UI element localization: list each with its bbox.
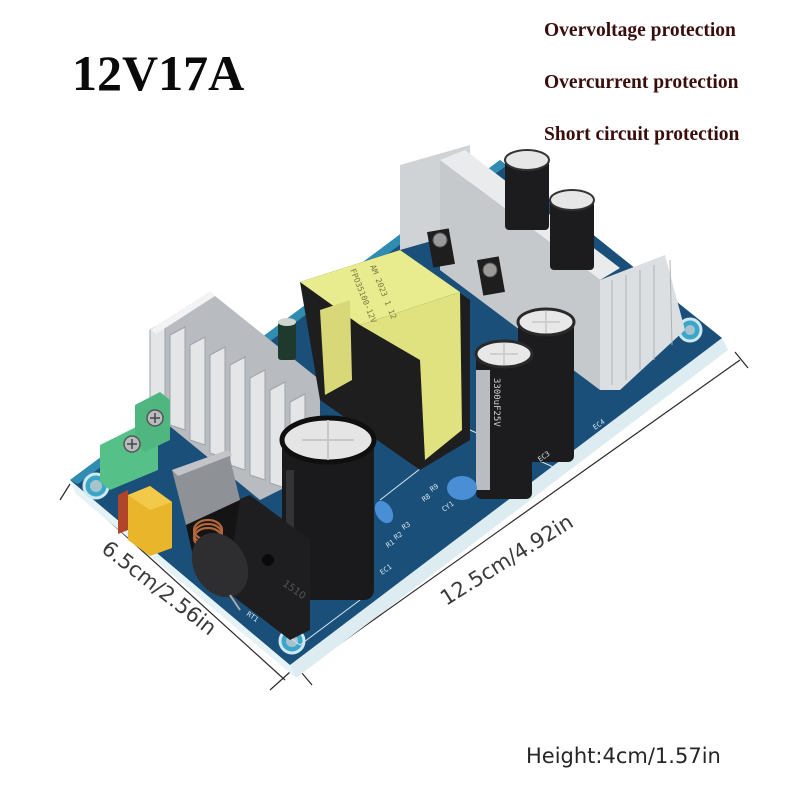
output-capacitors-rear bbox=[504, 149, 595, 270]
label-r9: R9 bbox=[429, 482, 441, 493]
screw-icon bbox=[432, 232, 448, 248]
small-capacitor bbox=[278, 318, 296, 360]
feature-overvoltage: Overvoltage protection bbox=[544, 20, 736, 41]
label-r2: R2 bbox=[393, 530, 405, 541]
height-dimension-label: Height:4cm/1.57in bbox=[526, 744, 721, 768]
label-r3: R3 bbox=[401, 520, 413, 531]
output-capacitors-front: 3300uF25V bbox=[474, 307, 576, 499]
x-capacitor bbox=[118, 486, 172, 556]
y-capacitor bbox=[374, 476, 477, 524]
capacitor-marking: 3300uF25V bbox=[491, 378, 501, 427]
label-r1: R1 bbox=[385, 538, 397, 549]
feature-overcurrent: Overcurrent protection bbox=[544, 72, 739, 93]
feature-list: Overvoltage protection Overcurrent prote… bbox=[544, 16, 739, 172]
thermistor bbox=[191, 532, 249, 611]
transformer: FPO35100-12V AM 2023 1 12 bbox=[300, 250, 470, 470]
feature-short-circuit: Short circuit protection bbox=[544, 124, 740, 145]
bridge-rectifier: 1510 bbox=[225, 495, 310, 640]
model-title: 12V17A bbox=[72, 45, 245, 101]
screw-icon bbox=[482, 262, 498, 278]
label-r8: R8 bbox=[421, 492, 433, 503]
terminal-block bbox=[100, 392, 170, 490]
